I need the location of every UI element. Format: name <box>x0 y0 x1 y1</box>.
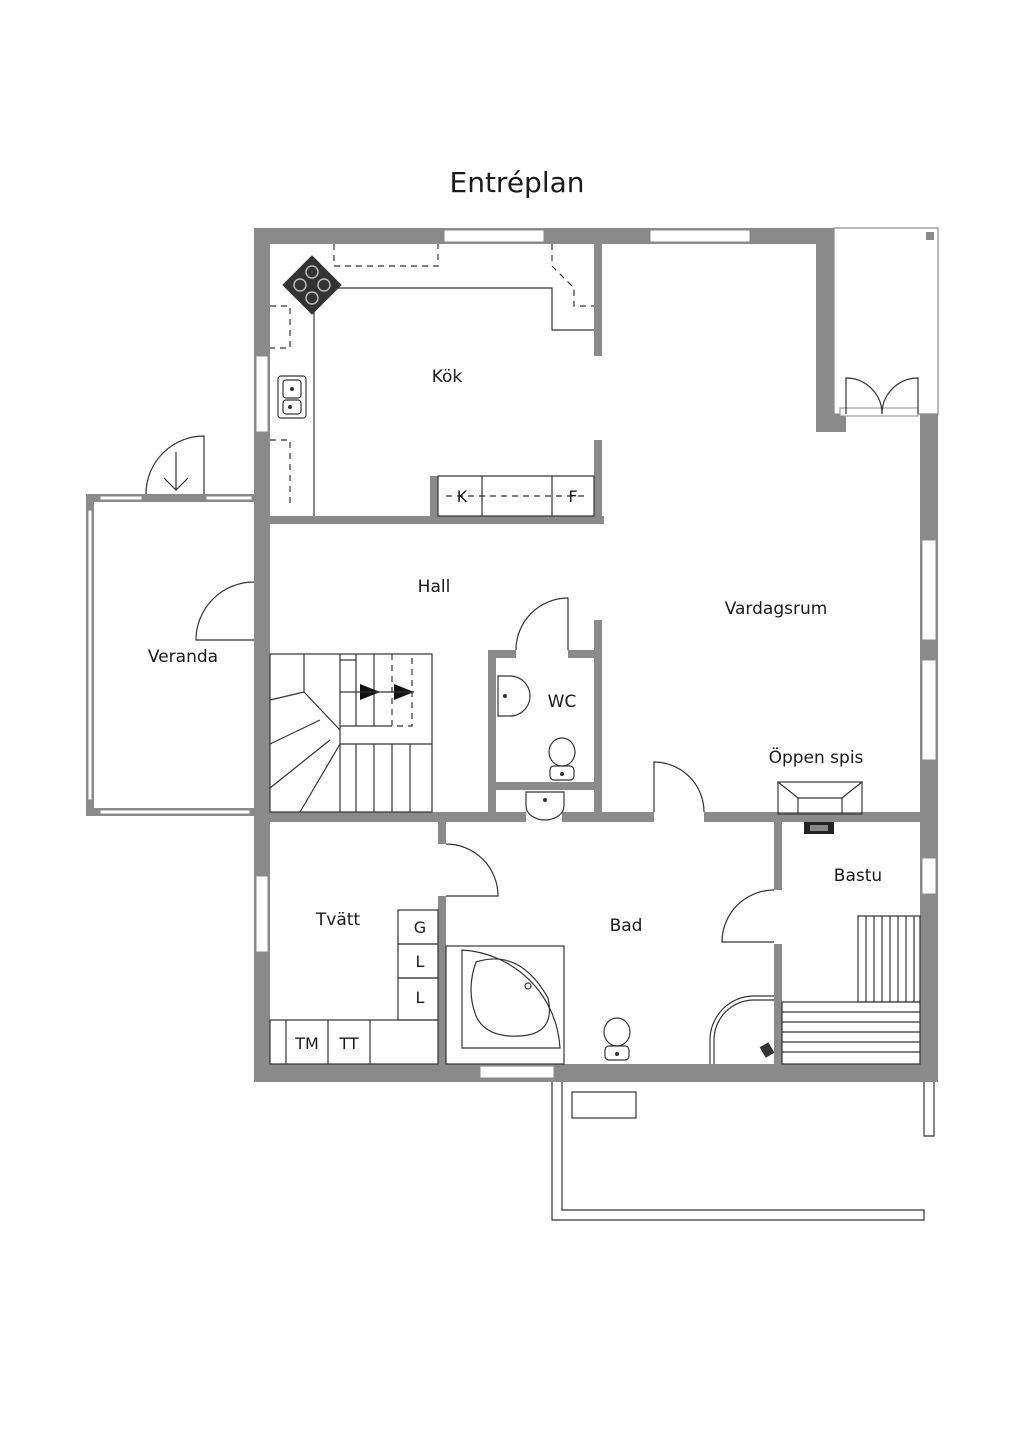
doors <box>145 377 919 943</box>
room-label-kok: Kök <box>432 367 463 387</box>
room-label-vardagsrum: Vardagsrum <box>725 599 828 619</box>
shower-icon <box>709 995 775 1064</box>
terrace <box>551 1082 935 1221</box>
laundry-fixtures: G L L TM TT <box>269 909 439 1065</box>
sink-icon <box>277 375 307 419</box>
windows <box>255 229 937 1079</box>
room-label-hall: Hall <box>418 577 451 597</box>
fixture-label-l1: L <box>416 952 425 971</box>
fixture-label-tt: TT <box>338 1034 358 1053</box>
room-labels: Kök Hall Veranda Vardagsrum WC Öppen spi… <box>148 367 882 936</box>
kitchen-fixtures: K F <box>270 244 595 517</box>
room-label-veranda: Veranda <box>148 647 218 667</box>
interior-walls <box>254 244 920 1064</box>
washbasin-icon <box>525 791 565 821</box>
plan-title: Entréplan <box>450 166 585 199</box>
bathtub-icon <box>445 945 565 1065</box>
fireplace-icon <box>777 781 863 815</box>
bathroom-fixtures <box>445 945 775 1065</box>
toilet-icon <box>603 1017 631 1061</box>
fixture-label-l2: L <box>416 988 425 1007</box>
fixture-label-tm: TM <box>294 1034 319 1053</box>
room-label-bastu: Bastu <box>834 866 882 886</box>
sauna-heater-icon <box>804 822 834 834</box>
room-label-bad: Bad <box>610 916 643 936</box>
balcony <box>833 227 939 417</box>
toilet-icon <box>548 737 576 781</box>
room-label-wc: WC <box>548 692 577 712</box>
fixture-label-f: F <box>568 487 577 506</box>
stove-icon <box>282 255 342 315</box>
room-label-tvatt: Tvätt <box>315 910 361 930</box>
outer-walls <box>254 228 938 1082</box>
veranda-structure <box>86 494 270 816</box>
staircase <box>269 653 433 813</box>
room-label-oppen-spis: Öppen spis <box>769 746 864 768</box>
fixture-label-g: G <box>414 918 426 937</box>
wc-fixtures <box>497 675 576 821</box>
bastu-fixtures <box>781 822 921 1065</box>
fixture-label-k: K <box>457 487 468 506</box>
washbasin-icon <box>497 675 531 717</box>
